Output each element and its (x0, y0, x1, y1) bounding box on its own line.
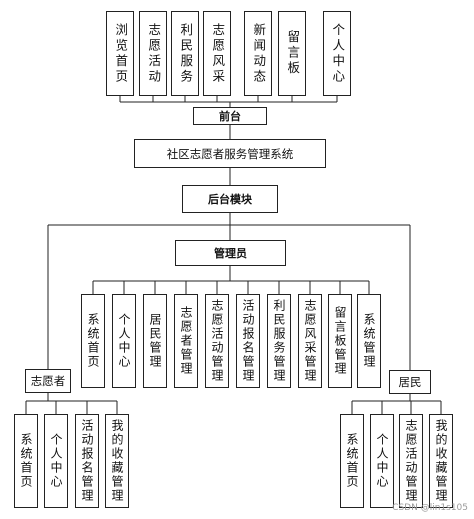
volunteer-node: 志愿者 (25, 369, 71, 393)
admin-module-volunteer-mgmt: 志愿者管理 (174, 294, 198, 388)
front-module-personal-center: 个人中心 (323, 11, 351, 96)
admin-module-service-mgmt: 利民服务管理 (267, 294, 291, 388)
resident-module-system-home: 系统首页 (340, 414, 364, 508)
admin-module-activity-mgmt: 志愿活动管理 (205, 294, 229, 388)
resident-module-personal-center: 个人中心 (370, 414, 394, 508)
front-module-volunteer-showcase: 志愿风采 (203, 11, 231, 96)
admin-module-message-mgmt: 留言板管理 (328, 294, 352, 388)
backend-node: 后台模块 (182, 185, 278, 213)
front-module-news: 新闻动态 (244, 11, 272, 96)
admin-module-system-home: 系统首页 (81, 294, 105, 388)
admin-module-showcase-mgmt: 志愿风采管理 (298, 294, 322, 388)
volunteer-module-system-home: 系统首页 (14, 414, 38, 508)
admin-module-resident-mgmt: 居民管理 (143, 294, 167, 388)
csdn-watermark: CSDN @lin1s105 (392, 503, 468, 513)
resident-module-favorites-mgmt: 我的收藏管理 (429, 414, 453, 508)
volunteer-module-personal-center: 个人中心 (44, 414, 68, 508)
admin-node: 管理员 (175, 240, 286, 266)
admin-module-system-mgmt: 系统管理 (357, 294, 381, 388)
front-module-browse-home: 浏览首页 (106, 11, 134, 96)
front-node: 前台 (193, 107, 267, 125)
resident-module-activity-mgmt: 志愿活动管理 (399, 414, 423, 508)
front-module-volunteer-activity: 志愿活动 (139, 11, 167, 96)
volunteer-module-favorites-mgmt: 我的收藏管理 (105, 414, 129, 508)
resident-node: 居民 (389, 370, 431, 394)
volunteer-module-signup-mgmt: 活动报名管理 (75, 414, 99, 508)
front-module-message-board: 留言板 (278, 11, 306, 96)
front-module-public-service: 利民服务 (171, 11, 199, 96)
admin-module-personal-center: 个人中心 (112, 294, 136, 388)
system-title-node: 社区志愿者服务管理系统 (134, 139, 326, 168)
admin-module-signup-mgmt: 活动报名管理 (236, 294, 260, 388)
